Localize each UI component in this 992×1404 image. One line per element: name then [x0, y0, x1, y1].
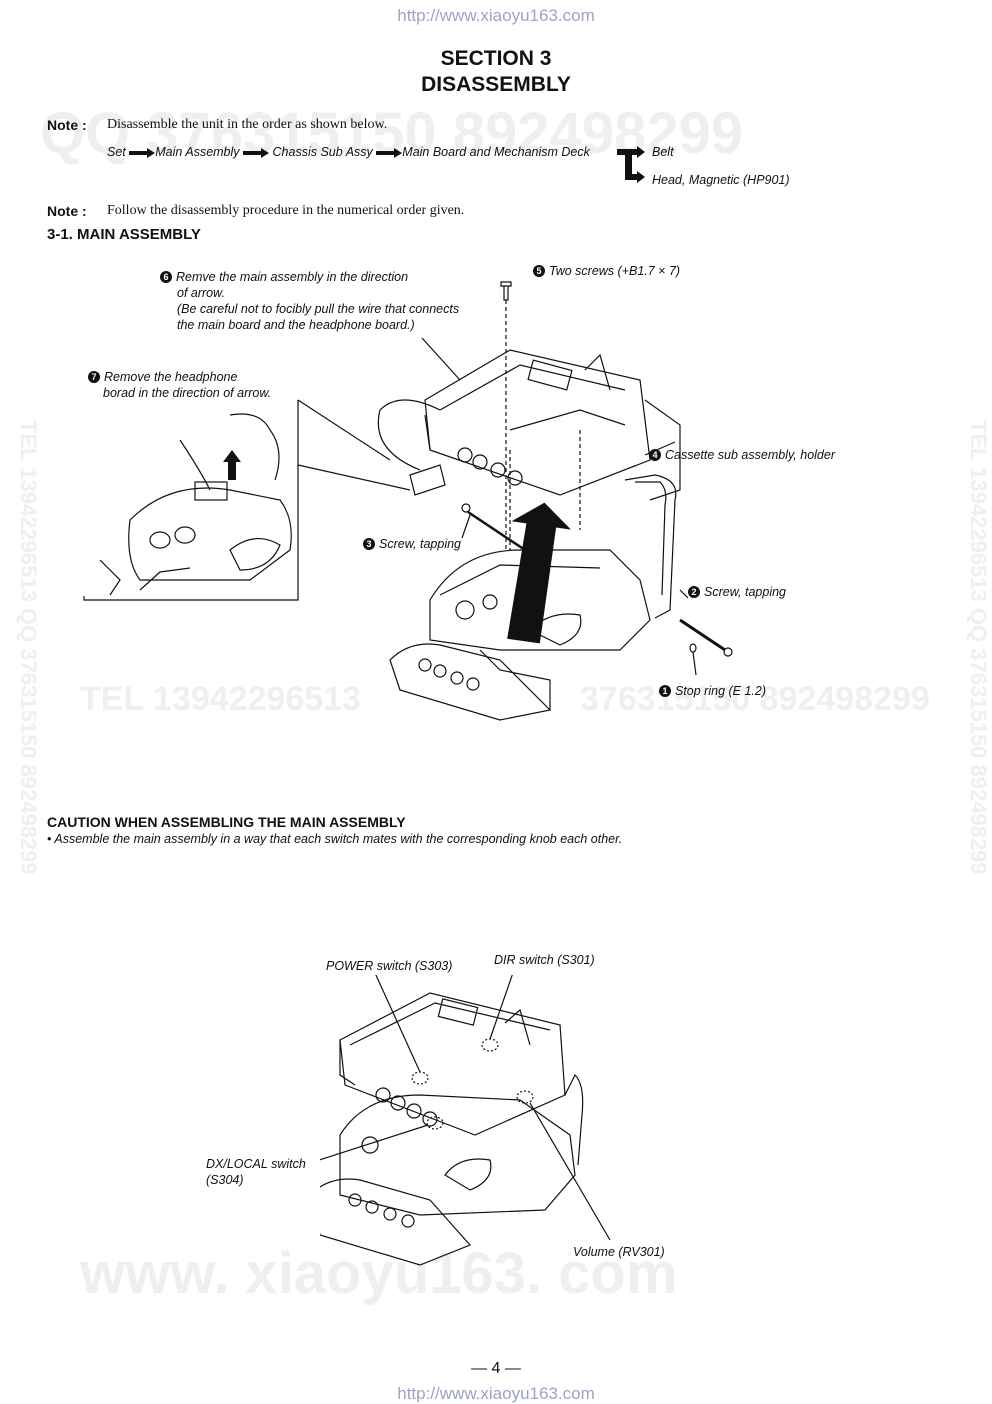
note1-text: Disassemble the unit in the order as sho… [107, 117, 388, 132]
flow-belt: Belt [652, 145, 674, 159]
flow-arrow-icon [243, 147, 270, 158]
label-dir-switch: DIR switch (S301) [494, 953, 595, 967]
watermark-mid: TEL 13942296513 [80, 680, 362, 718]
label-dx-local-switch: DX/LOCAL switch (S304) [206, 1156, 306, 1188]
step-number-badge: 6 [160, 271, 172, 283]
flow-head: Head, Magnetic (HP901) [652, 173, 790, 187]
flow-set: Set [107, 145, 126, 159]
callout-6-line4: the main board and the headphone board.) [177, 318, 415, 332]
section-title: SECTION 3 [440, 47, 552, 70]
callout-5-text: Two screws (+B1.7 × 7) [549, 264, 681, 278]
callout-1-text: Stop ring (E 1.2) [675, 684, 767, 698]
note2-text: Follow the disassembly procedure in the … [107, 203, 465, 218]
step-number-badge: 3 [363, 538, 375, 550]
callout-step-5: 5 Two screws (+B1.7 × 7) [533, 263, 680, 279]
watermark-bottom: www. xiaoyu163. com [80, 1241, 678, 1306]
step-number-badge: 7 [88, 371, 100, 383]
watermark-side-left: TEL 13942296513 QQ 376315150 892498299 [16, 420, 41, 875]
dx-local-line1: DX/LOCAL switch [206, 1157, 306, 1171]
callout-step-2: 2 Screw, tapping [688, 584, 786, 600]
page-number: — 4 — [471, 1360, 521, 1377]
callout-3-text: Screw, tapping [379, 537, 461, 551]
label-volume: Volume (RV301) [573, 1245, 665, 1259]
flow-arrow-icon [129, 147, 156, 158]
note2-label: Note : [47, 203, 87, 219]
callout-6-line1: Remve the main assembly in the direction [176, 270, 409, 284]
flow-main-board: Main Board and Mechanism Deck [402, 145, 590, 159]
step-number-badge: 5 [533, 265, 545, 277]
switch-alignment-diagram [320, 975, 611, 1266]
step-number-badge: 1 [659, 685, 671, 697]
disassembly-flow: Set Main Assembly Chassis Sub Assy Main … [107, 145, 590, 159]
note1-label: Note : [47, 117, 87, 133]
flow-arrow-icon [376, 147, 403, 158]
callout-step-4: 4 Cassette sub assembly, holder [649, 447, 835, 463]
label-power-switch: POWER switch (S303) [326, 959, 453, 973]
footer-url-link[interactable]: http://www.xiaoyu163.com [397, 1384, 595, 1403]
dx-local-line2: (S304) [206, 1173, 244, 1187]
caution-text: • Assemble the main assembly in a way th… [47, 832, 623, 846]
callout-step-6: 6 Remve the main assembly in the directio… [160, 269, 459, 333]
subsection-title: 3-1. MAIN ASSEMBLY [47, 226, 201, 243]
callout-step-3: 3 Screw, tapping [363, 536, 461, 552]
callout-6-line2: of arrow. [177, 286, 225, 300]
header-url-link[interactable]: http://www.xiaoyu163.com [397, 6, 595, 25]
callout-7-line1: Remove the headphone [104, 370, 238, 384]
section-subtitle: DISASSEMBLY [421, 73, 571, 96]
flow-main-assembly: Main Assembly [155, 145, 240, 159]
callout-7-line2: borad in the direction of arrow. [103, 386, 272, 400]
step-number-badge: 2 [688, 586, 700, 598]
flow-chassis: Chassis Sub Assy [272, 145, 373, 159]
callout-step-1: 1 Stop ring (E 1.2) [659, 683, 766, 699]
main-assembly-exploded-diagram [83, 281, 733, 721]
flow-branch-arrow-icon [617, 146, 645, 183]
callout-6-line3: (Be careful not to focibly pull the wire… [177, 302, 460, 316]
caution-title: CAUTION WHEN ASSEMBLING THE MAIN ASSEMBL… [47, 814, 406, 830]
callout-4-text: Cassette sub assembly, holder [665, 448, 835, 462]
watermark-mid2: 376315150 892498299 [580, 680, 930, 718]
watermark-side-right: TEL 13942296513 QQ 376315150 892498299 [966, 420, 991, 875]
callout-2-text: Screw, tapping [704, 585, 786, 599]
step-number-badge: 4 [649, 449, 661, 461]
callout-step-7: 7 Remove the headphone borad in the direc… [88, 369, 271, 401]
